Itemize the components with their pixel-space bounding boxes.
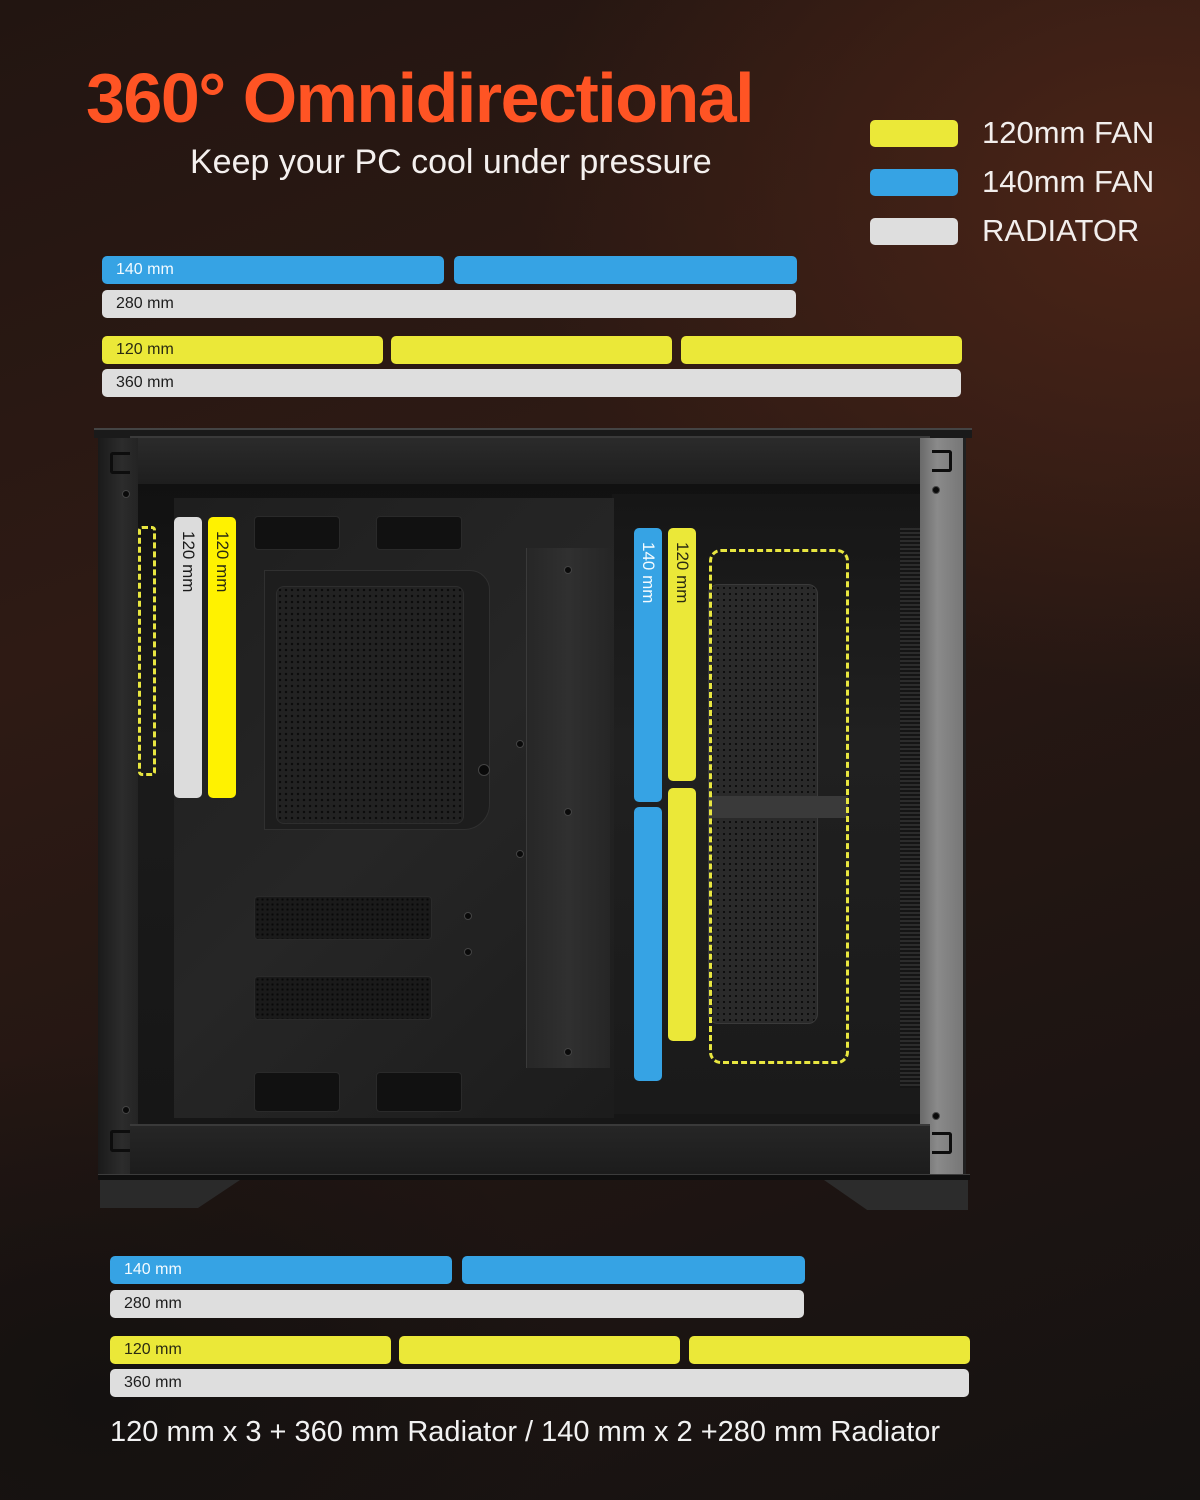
screw-icon <box>478 764 490 776</box>
page-subtitle: Keep your PC cool under pressure <box>190 143 712 181</box>
rear-fan-bar: 120 mm <box>208 517 236 798</box>
radiator-280-bar: 280 mm <box>110 1290 804 1318</box>
cpu-mesh-panel <box>276 586 464 824</box>
legend-label: 120mm FAN <box>982 115 1155 150</box>
fan-120-bar <box>391 336 672 364</box>
fan-140-bar <box>454 256 797 284</box>
corner-bracket-icon <box>110 452 130 474</box>
cable-cutout <box>376 516 462 550</box>
fan-120-bar <box>689 1336 970 1364</box>
screw-icon <box>516 740 524 748</box>
screw-icon <box>932 1112 940 1120</box>
side-fan-120-bar <box>668 788 696 1041</box>
blue-swatch-icon <box>870 168 958 196</box>
fan-120-bar <box>399 1336 680 1364</box>
legend-label: RADIATOR <box>982 213 1140 248</box>
screw-icon <box>122 1106 130 1114</box>
grommet-cutout <box>254 976 432 1020</box>
fan-120-bar <box>681 336 962 364</box>
rear-radiator-bar: 120 mm <box>174 517 202 798</box>
radiator-360-bar: 360 mm <box>110 1369 969 1397</box>
fan-140-bar: 140 mm <box>110 1256 452 1284</box>
side-mount-highlight <box>709 549 849 1064</box>
case-top-edge <box>94 428 972 438</box>
screw-icon <box>564 566 572 574</box>
corner-bracket-icon <box>932 1132 952 1154</box>
page-title: 360° Omnidirectional <box>86 59 755 137</box>
fan-120-bar: 120 mm <box>102 336 383 364</box>
legend-item-120mm-fan: 120mm FAN <box>870 115 1155 150</box>
screw-icon <box>464 912 472 920</box>
legend-item-radiator: RADIATOR <box>870 213 1140 248</box>
rear-fan-label: 120 mm <box>213 531 232 593</box>
fan-120-bar: 120 mm <box>110 1336 391 1364</box>
bottom-cutout <box>254 1072 340 1112</box>
case-bottom-rail <box>130 1124 930 1174</box>
white-swatch-icon <box>870 217 958 245</box>
legend-item-140mm-fan: 140mm FAN <box>870 164 1155 199</box>
case-foot-left <box>100 1180 240 1208</box>
bottom-cutout <box>376 1072 462 1112</box>
case-top-rail <box>130 436 930 484</box>
footer-caption: 120 mm x 3 + 360 mm Radiator / 140 mm x … <box>110 1416 941 1448</box>
case-right-pillar <box>920 438 966 1178</box>
side-fan-140-bar: 140 mm <box>634 528 662 802</box>
corner-bracket-icon <box>932 450 952 472</box>
yellow-swatch-icon <box>870 119 958 147</box>
side-fan-120-label: 120 mm <box>673 542 692 604</box>
side-fan-140-label: 140 mm <box>639 542 658 604</box>
radiator-280-bar: 280 mm <box>102 290 796 318</box>
rear-radiator-label: 120 mm <box>179 531 198 593</box>
cable-cutout <box>254 516 340 550</box>
side-fan-140-bar <box>634 807 662 1081</box>
pc-case-illustration <box>94 428 972 1214</box>
case-foot-right <box>824 1180 968 1210</box>
side-fan-120-bar: 120 mm <box>668 528 696 781</box>
corner-bracket-icon <box>110 1130 130 1152</box>
side-mesh <box>900 528 920 1088</box>
rear-fan-highlight <box>138 526 156 776</box>
grommet-cutout <box>254 896 432 940</box>
case-base <box>98 1174 970 1180</box>
screw-icon <box>464 948 472 956</box>
screw-icon <box>932 486 940 494</box>
psu-strap <box>708 796 848 818</box>
screw-icon <box>516 850 524 858</box>
legend-label: 140mm FAN <box>982 164 1155 199</box>
case-left-pillar <box>98 438 138 1178</box>
screw-icon <box>564 808 572 816</box>
radiator-360-bar: 360 mm <box>102 369 961 397</box>
fan-140-bar <box>462 1256 805 1284</box>
screw-icon <box>122 490 130 498</box>
fan-140-bar: 140 mm <box>102 256 444 284</box>
screw-icon <box>564 1048 572 1056</box>
